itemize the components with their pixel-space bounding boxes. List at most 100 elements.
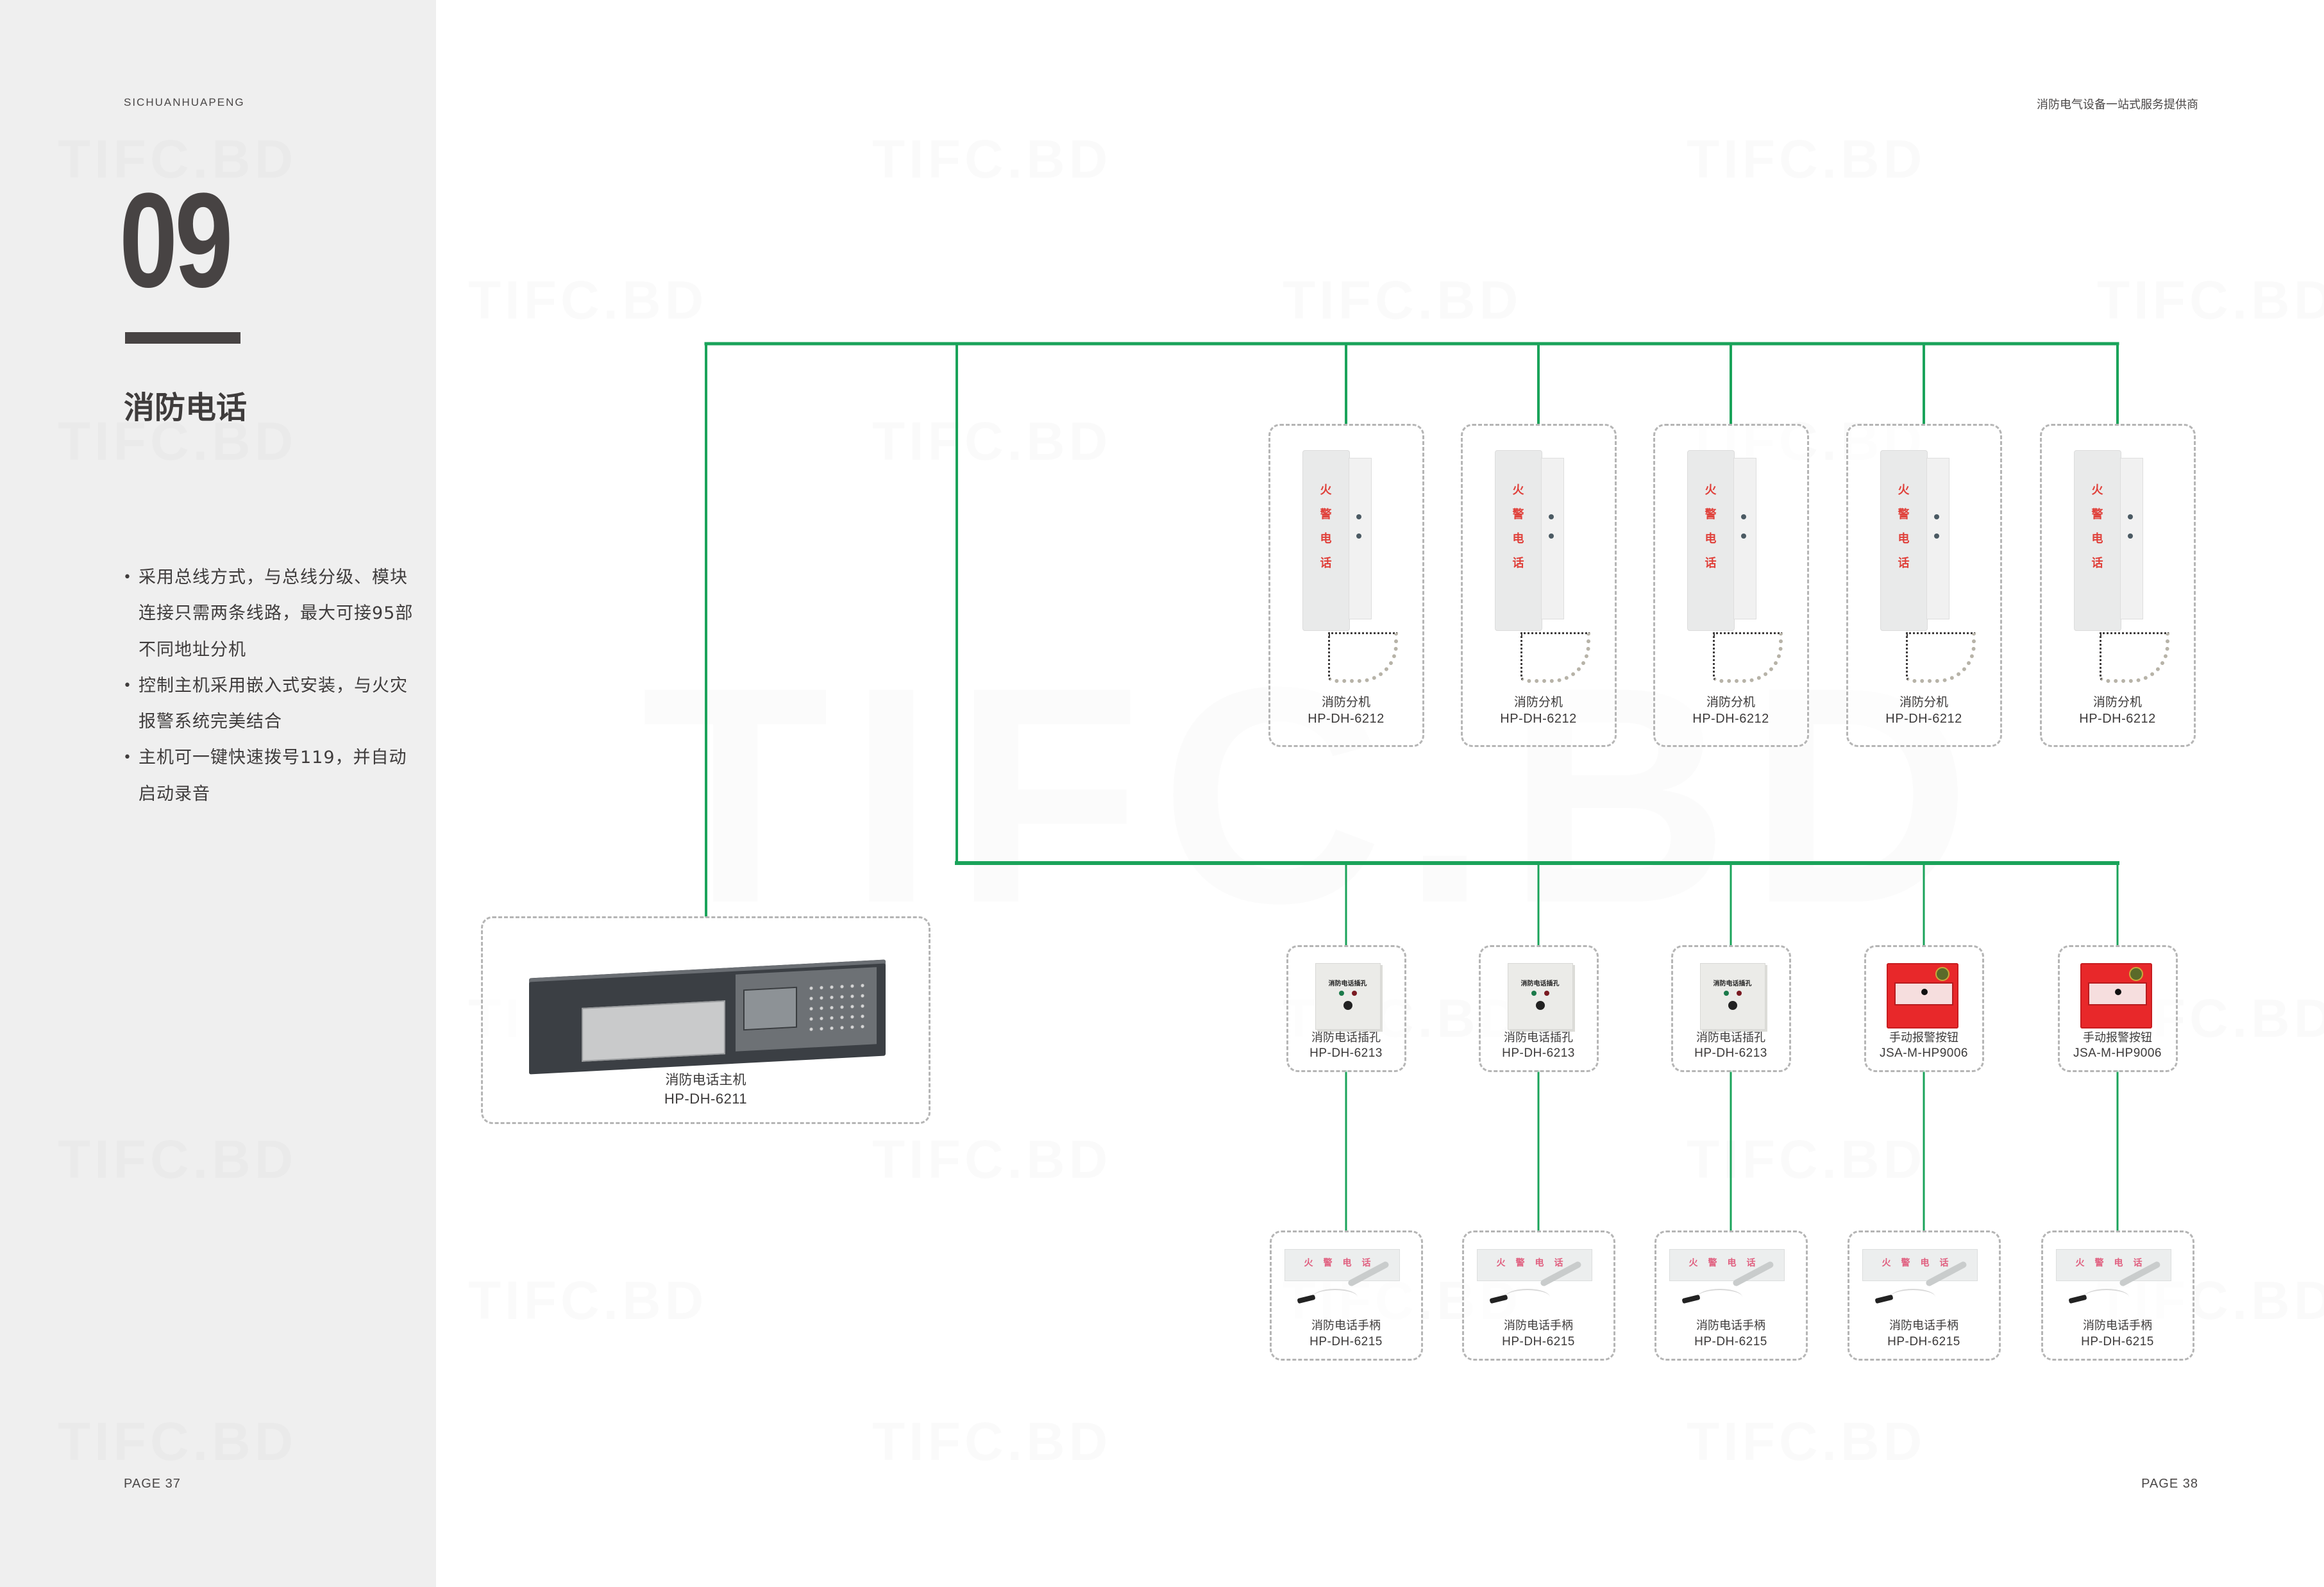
device-label: 消防电话手柄 HP-DH-6215	[1464, 1318, 1613, 1350]
jack-face-text: 消防电话插孔	[1328, 980, 1367, 987]
indicator-led	[1356, 514, 1361, 519]
wall-phone-icon: 火警电话	[2073, 450, 2170, 683]
jack-face-text: 消防电话插孔	[1520, 980, 1560, 987]
phone-jack-icon: 消防电话插孔	[1507, 963, 1573, 1030]
press-button-icon	[1921, 989, 1928, 995]
extension-card: 火警电话消防分机 HP-DH-6212	[2039, 424, 2196, 747]
indicator-led	[2127, 533, 2133, 539]
handset-card: 火警电话消防电话手柄 HP-DH-6215	[2041, 1230, 2194, 1361]
phone-base	[1494, 450, 1542, 631]
plug-wire	[1697, 1289, 1742, 1306]
section-title: 消防电话	[124, 390, 248, 426]
device-model: JSA-M-HP9006	[2073, 1046, 2162, 1060]
bullet-icon: •	[123, 677, 132, 694]
device-name: 消防分机	[1321, 695, 1370, 709]
indicator-led	[1740, 514, 1746, 519]
rack-host-unit-icon	[524, 953, 889, 1075]
jack-hole-icon	[1728, 1001, 1737, 1010]
company-tagline: 消防电气设备一站式服务提供商	[2037, 98, 2198, 112]
device-model: HP-DH-6212	[2079, 712, 2156, 726]
status-led-red	[1351, 991, 1357, 996]
device-model: HP-DH-6213	[1309, 1046, 1383, 1060]
phone-base	[1880, 450, 1928, 631]
section-divider-bar	[125, 332, 240, 344]
device-model: HP-DH-6215	[1887, 1335, 1960, 1348]
coiled-cord	[2099, 632, 2169, 683]
extension-card: 火警电话消防分机 HP-DH-6212	[1268, 424, 1424, 747]
device-model: HP-DH-6212	[1692, 712, 1769, 726]
page-number-right: PAGE 38	[2141, 1477, 2198, 1491]
manual-alarm-button-icon	[1886, 963, 1958, 1029]
handset-face-text: 火警电话	[1882, 1258, 1959, 1268]
device-name: 消防电话手柄	[1504, 1319, 1573, 1332]
device-name: 消防分机	[1513, 695, 1563, 709]
phone-handset	[2119, 458, 2143, 619]
page-number-left: PAGE 37	[124, 1477, 181, 1491]
bullet-icon: •	[123, 750, 132, 766]
device-name: 消防分机	[1899, 695, 1948, 709]
device-name: 手动报警按钮	[1889, 1031, 1958, 1045]
device-name: 消防电话插孔	[1504, 1031, 1573, 1045]
host-card: 消防电话主机 HP-DH-6211	[481, 916, 930, 1124]
device-model: HP-DH-6215	[1309, 1335, 1383, 1348]
device-model: HP-DH-6215	[2081, 1335, 2154, 1348]
device-label: 消防分机 HP-DH-6212	[1270, 694, 1422, 727]
plug-wire	[1890, 1289, 1935, 1306]
section-number: 09	[119, 165, 233, 315]
device-model: HP-DH-6212	[1308, 712, 1385, 726]
coiled-cord	[1520, 632, 1590, 683]
portable-handset-icon: 火警电话	[2055, 1249, 2171, 1281]
coiled-cord	[1327, 632, 1398, 683]
device-name: 消防电话手柄	[2083, 1319, 2152, 1332]
device-label: 消防电话手柄 HP-DH-6215	[2043, 1318, 2193, 1350]
device-model: HP-DH-6212	[1885, 712, 1962, 726]
bullet-icon: •	[123, 569, 132, 585]
device-name: 消防分机	[2092, 695, 2142, 709]
indicator-led	[2127, 514, 2133, 519]
indicator-led	[1933, 533, 1939, 539]
status-led-green	[1723, 991, 1729, 996]
feature-item: •控制主机采用嵌入式安装，与火灾报警系统完美结合	[122, 668, 417, 741]
alarm-window	[2087, 982, 2147, 1005]
device-name: 手动报警按钮	[2083, 1031, 2152, 1045]
portable-handset-icon: 火警电话	[1669, 1249, 1785, 1281]
device-model: HP-DH-6215	[1502, 1335, 1575, 1348]
phone-face-text: 火警电话	[2091, 483, 2103, 570]
jack-hole-icon	[1535, 1001, 1545, 1010]
coiled-cord	[1712, 632, 1783, 683]
jack-face-text: 消防电话插孔	[1713, 980, 1752, 987]
device-model: HP-DH-6211	[664, 1091, 748, 1107]
feature-item: •采用总线方式，与总线分级、模块连接只需两条线路，最大可接95部不同地址分机	[122, 560, 417, 668]
phone-face-text: 火警电话	[1320, 483, 1332, 570]
phone-jack-icon: 消防电话插孔	[1315, 963, 1381, 1030]
status-led-green	[1531, 991, 1537, 996]
portable-handset-icon: 火警电话	[1862, 1249, 1978, 1281]
manual-alarm-button-icon	[2080, 963, 2152, 1029]
handset-face-text: 火警电话	[1496, 1258, 1574, 1268]
indicator-led	[1740, 533, 1746, 539]
extension-card: 火警电话消防分机 HP-DH-6212	[1846, 424, 2002, 747]
handset-face-text: 火警电话	[2075, 1258, 2153, 1268]
plug-wire	[2084, 1289, 2129, 1306]
phone-face-text: 火警电话	[1512, 483, 1524, 570]
status-led-green	[1338, 991, 1344, 996]
phone-base	[1687, 450, 1735, 631]
fire-logo-icon	[1935, 967, 1949, 981]
phone-face-text: 火警电话	[1898, 483, 1910, 570]
brand-name: SICHUANHUAPENG	[124, 96, 245, 108]
wall-phone-icon: 火警电话	[1302, 450, 1399, 683]
left-page-panel	[0, 0, 436, 1587]
